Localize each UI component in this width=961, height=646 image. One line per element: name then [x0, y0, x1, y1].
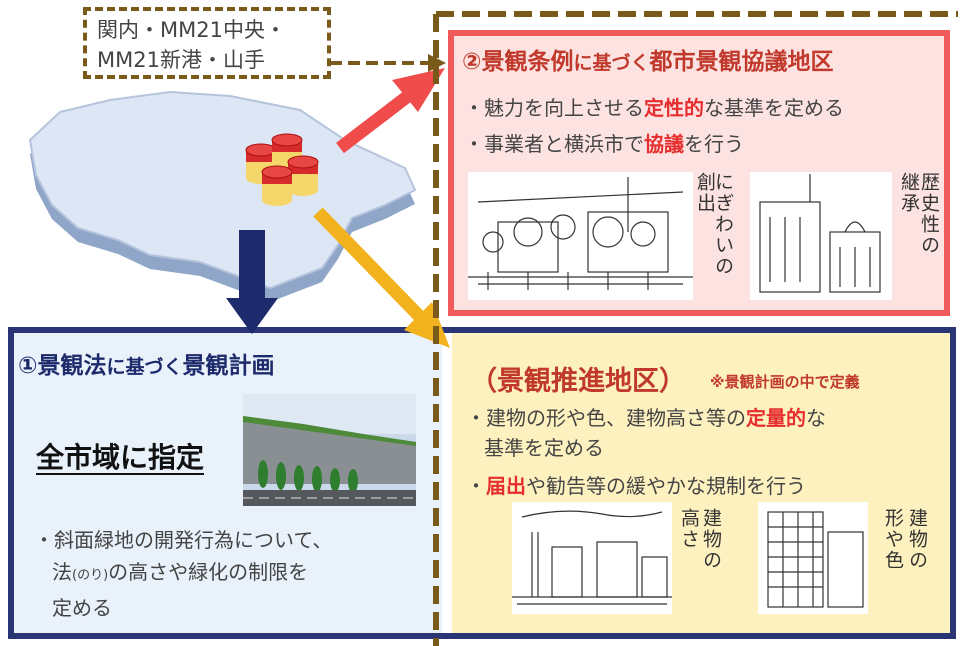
yokohama-map-illustration: [28, 90, 417, 300]
yellow-arrow: [313, 207, 450, 348]
callout-line-2: MM21新港・山手: [97, 48, 265, 72]
navy-arrow: [226, 230, 278, 334]
building-form-color-sketch-image: [758, 502, 868, 614]
building-form-label-sub: 形や色: [882, 508, 904, 571]
building-height-label: 建物の: [700, 508, 722, 571]
bustle-label: にぎわいの: [712, 172, 734, 277]
yellow-bullet-2: ・届出や勧告等の緩やかな規制を行う: [466, 474, 806, 498]
history-label-sub: 継承: [898, 172, 920, 214]
bustle-sketch-image: [468, 172, 693, 300]
callout-pointer: [330, 54, 446, 72]
yellow-section-note: ※景観計画の中で定義: [710, 373, 860, 391]
red-bullet-2: ・事業者と横浜市で協議を行う: [464, 132, 744, 156]
red-arrow: [336, 68, 445, 154]
callout-line-1: 関内・MM21中央・: [97, 18, 286, 42]
building-form-label: 建物の: [906, 508, 928, 571]
blue-section-title: ①景観法に基づく景観計画: [18, 353, 275, 379]
yellow-section-title: （景観推進地区）: [470, 366, 686, 397]
history-label: 歴史性の: [918, 172, 940, 256]
slope-regulation-description: ・斜面緑地の開発行為について、 法(のり)の高さや緑化の制限を 定める: [34, 528, 333, 620]
history-sketch-image: [750, 172, 892, 300]
yellow-bullet-1: ・建物の形や色、建物高さ等の定量的な: [466, 406, 826, 430]
yellow-bullet-1-line2: 基準を定める: [484, 436, 604, 460]
slope-greenery-photo: [243, 394, 416, 506]
red-bullet-1: ・魅力を向上させる定性的な基準を定める: [464, 96, 844, 120]
building-height-sketch-image: [512, 502, 672, 614]
building-height-label-sub: 高さ: [678, 508, 700, 550]
district-list-callout: 関内・MM21中央・ MM21新港・山手: [83, 7, 331, 79]
bustle-label-sub: 創出: [694, 172, 716, 214]
whole-city-designation: 全市域に指定: [36, 441, 205, 474]
red-section-title: ②景観条例に基づく都市景観協議地区: [462, 49, 834, 75]
district-cylinders: [245, 133, 319, 206]
